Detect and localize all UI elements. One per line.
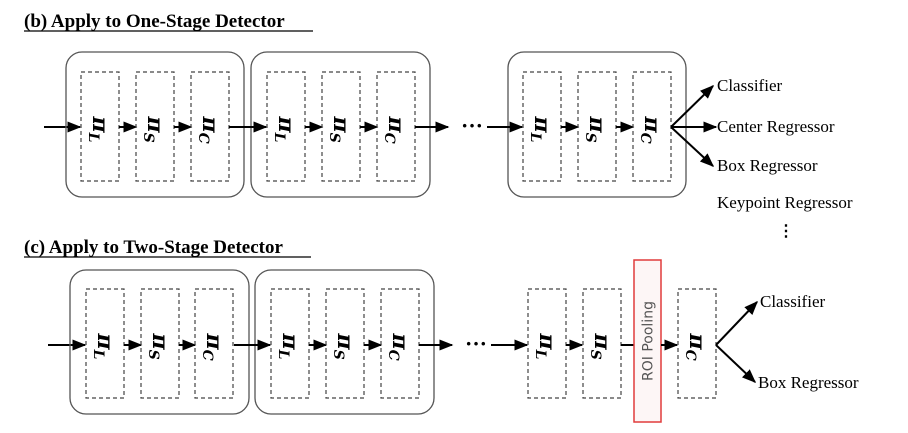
roi-pooling-box xyxy=(633,259,662,423)
module-label: πL xyxy=(532,333,560,360)
output-box-regressor: Box Regressor xyxy=(717,156,818,175)
module-label: πC xyxy=(385,333,413,361)
output-classifier: Classifier xyxy=(717,76,782,95)
module-pi-s: πS xyxy=(582,288,622,399)
module-pi-c: πC xyxy=(194,288,234,399)
module-pi-l: πL xyxy=(80,71,120,182)
dashed-module-box xyxy=(325,288,365,399)
module-pi-l: πL xyxy=(522,71,562,182)
more-outputs-ellipsis: ⋮ xyxy=(778,223,794,240)
module-label: πS xyxy=(330,333,358,360)
roi-pooling-block: ROI Pooling xyxy=(633,259,662,423)
stage-group-box xyxy=(250,51,431,198)
output-box-regressor: Box Regressor xyxy=(758,373,859,392)
module-label: πC xyxy=(637,116,665,144)
module-label: πS xyxy=(587,333,615,360)
stage-group-box xyxy=(69,269,250,415)
module-pi-c: πC xyxy=(376,71,416,182)
module-pi-s: πS xyxy=(325,288,365,399)
dashed-module-box xyxy=(140,288,180,399)
module-pi-s: πS xyxy=(140,288,180,399)
heading-two-stage: (c) Apply to Two-Stage Detector xyxy=(24,237,283,258)
dashed-module-box xyxy=(194,288,234,399)
module-pi-s: πS xyxy=(577,71,617,182)
dashed-module-box xyxy=(380,288,420,399)
module-label: πS xyxy=(145,333,173,360)
module-pi-l: πL xyxy=(266,71,306,182)
module-pi-s: πS xyxy=(321,71,361,182)
module-pi-s: πS xyxy=(135,71,175,182)
module-label: πS xyxy=(326,116,354,143)
module-pi-l: πL xyxy=(527,288,567,399)
module-pi-c: πC xyxy=(190,71,230,182)
ellipsis: ··· xyxy=(465,331,487,356)
module-label: πL xyxy=(271,116,299,143)
output-center-regressor: Center Regressor xyxy=(717,117,835,136)
output-classifier: Classifier xyxy=(760,292,825,311)
flow-arrow xyxy=(670,85,715,128)
two-stage-pipeline: πL πS πC πL πS πC ··· πL πS ROI Pooling πC Classifi… xyxy=(48,259,859,423)
module-label: πS xyxy=(140,116,168,143)
module-label: πS xyxy=(582,116,610,143)
module-label: πL xyxy=(527,116,555,143)
module-pi-c: πC xyxy=(677,288,717,399)
module-label: πC xyxy=(195,116,223,144)
module-pi-c: πC xyxy=(632,71,672,182)
module-label: πC xyxy=(199,333,227,361)
module-label: πL xyxy=(85,116,113,143)
dashed-module-box xyxy=(85,288,125,399)
module-pi-c: πC xyxy=(380,288,420,399)
roi-pooling-label: ROI Pooling xyxy=(641,301,657,381)
dashed-module-box xyxy=(582,288,622,399)
dashed-module-box xyxy=(527,288,567,399)
module-label: πC xyxy=(682,333,710,361)
flow-arrow xyxy=(715,300,758,346)
ellipsis: ··· xyxy=(461,113,483,138)
module-pi-l: πL xyxy=(270,288,310,399)
module-pi-l: πL xyxy=(85,288,125,399)
module-label: πC xyxy=(381,116,409,144)
stage-group-box xyxy=(254,269,435,415)
module-label: πL xyxy=(275,333,303,360)
module-label: πL xyxy=(90,333,118,360)
flow-arrow xyxy=(715,344,757,383)
dashed-module-box xyxy=(677,288,717,399)
heading-one-stage: (b) Apply to One-Stage Detector xyxy=(24,11,285,32)
stage-group-box xyxy=(65,51,245,198)
output-keypoint-regressor: Keypoint Regressor xyxy=(717,193,853,212)
stage-group-box xyxy=(507,51,687,198)
flow-arrow xyxy=(670,126,715,167)
